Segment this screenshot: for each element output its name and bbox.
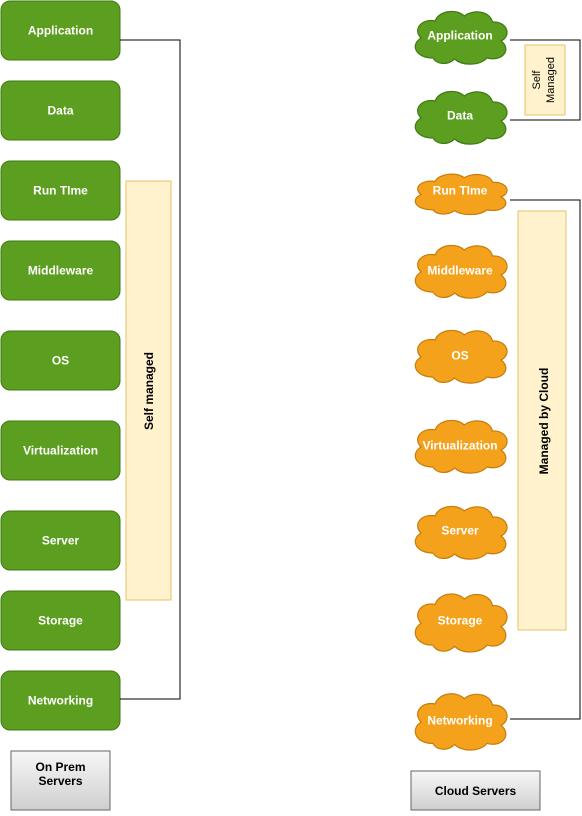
- on-prem-layer-label: OS: [52, 354, 69, 368]
- managed-by-cloud-note[interactable]: Managed by Cloud: [517, 210, 567, 631]
- cloud-layer-runtime[interactable]: Run TIme: [414, 173, 508, 216]
- on-prem-layer-label: Middleware: [28, 264, 94, 278]
- cloud-caption[interactable]: Cloud Servers: [410, 770, 541, 811]
- on-prem-caption[interactable]: On Prem Servers: [10, 750, 111, 811]
- cloud-caption-label: Cloud Servers: [435, 784, 517, 798]
- self-managed-label: Self managed: [142, 352, 156, 430]
- self-managed-note[interactable]: Self managed: [125, 180, 172, 601]
- on-prem-layer-label: Data: [47, 104, 73, 118]
- managed-by-cloud-bracket: [510, 199, 581, 720]
- on-prem-layer-networking[interactable]: Networking: [0, 670, 121, 731]
- cloud-layer-application[interactable]: Application: [414, 10, 508, 65]
- cloud-layer-server[interactable]: Server: [414, 505, 508, 560]
- cloud-layer-label: Networking: [427, 714, 492, 728]
- cloud-layer-label: Server: [441, 524, 479, 538]
- on-prem-layer-application[interactable]: Application: [0, 0, 121, 61]
- cloud-layer-middleware[interactable]: Middleware: [414, 244, 508, 299]
- cloud-self-label-line2: Managed: [545, 57, 557, 103]
- cloud-layer-label: Application: [427, 29, 492, 43]
- cloud-layer-label: Middleware: [427, 264, 493, 278]
- on-prem-layer-label: Server: [42, 534, 80, 548]
- cloud-layer-virtualization[interactable]: Virtualization: [414, 419, 508, 474]
- managed-by-cloud-label: Managed by Cloud: [537, 368, 551, 475]
- cloud-layer-networking[interactable]: Networking: [414, 693, 508, 751]
- on-prem-layer-server[interactable]: Server: [0, 510, 121, 571]
- on-prem-layer-os[interactable]: OS: [0, 330, 121, 391]
- cloud-layer-os[interactable]: OS: [414, 329, 508, 384]
- cloud-self-label-line1: Self: [531, 70, 543, 90]
- on-prem-layer-label: Virtualization: [23, 444, 98, 458]
- on-prem-layer-label: Storage: [38, 614, 83, 628]
- on-prem-layer-label: Application: [28, 24, 93, 38]
- cloud-layer-data[interactable]: Data: [414, 90, 508, 145]
- cloud-layer-storage[interactable]: Storage: [414, 593, 508, 653]
- on-prem-layer-label: Run TIme: [33, 184, 88, 198]
- on-prem-stack: Application Data Run TIme Middleware OS …: [0, 0, 121, 731]
- on-prem-layer-data[interactable]: Data: [0, 80, 121, 141]
- cloud-self-managed-note[interactable]: Self Managed: [524, 44, 566, 116]
- on-prem-layer-storage[interactable]: Storage: [0, 590, 121, 651]
- on-prem-layer-virtualization[interactable]: Virtualization: [0, 420, 121, 481]
- on-prem-layer-label: Networking: [28, 694, 93, 708]
- on-prem-caption-line2: Servers: [38, 774, 82, 788]
- self-managed-bracket: [120, 39, 181, 700]
- on-prem-layer-runtime[interactable]: Run TIme: [0, 160, 121, 221]
- on-prem-layer-middleware[interactable]: Middleware: [0, 240, 121, 301]
- cloud-layer-label: Run TIme: [433, 184, 488, 198]
- cloud-layer-label: Data: [447, 109, 473, 123]
- cloud-stack: Application Data Run TIme Middleware OS …: [414, 10, 508, 751]
- cloud-layer-label: OS: [451, 349, 468, 363]
- cloud-layer-label: Storage: [438, 614, 483, 628]
- cloud-layer-label: Virtualization: [422, 439, 497, 453]
- cloud-self-managed-bracket: [510, 39, 581, 121]
- on-prem-caption-line1: On Prem: [35, 760, 85, 774]
